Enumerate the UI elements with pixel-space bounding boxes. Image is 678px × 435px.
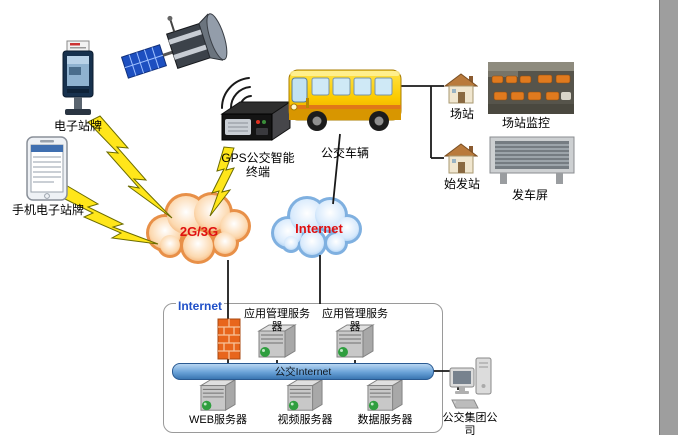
- video-server-label: 视频服务器: [277, 414, 333, 426]
- phone-icon: [24, 136, 70, 202]
- depot-label: 场站: [449, 107, 474, 121]
- cloud-2g3g-shape: [146, 192, 251, 264]
- cloud-internet-label: Internet: [295, 221, 343, 236]
- phone-label: 手机电子站牌: [11, 203, 84, 217]
- departure-screen-photo: [486, 136, 578, 186]
- web-server-icon: [196, 378, 240, 414]
- firewall-icon: [217, 318, 241, 360]
- app-server-2-icon: [333, 323, 377, 361]
- backbone-label: 公交Internet: [274, 366, 332, 378]
- gps-terminal-label: GPS公交智能终端: [221, 151, 295, 180]
- depot-monitor-photo: [488, 62, 574, 114]
- web-server-label: WEB服务器: [188, 414, 248, 426]
- company-pc-icon: [448, 356, 494, 412]
- lightning-bolt-terminal: [209, 146, 235, 217]
- lightning-bolt-kiosk: [87, 115, 173, 219]
- data-server-icon: [363, 378, 407, 414]
- lightning-bolts: [54, 115, 235, 245]
- gateway-internet-label: Internet: [176, 299, 225, 314]
- video-server-icon: [283, 378, 327, 414]
- page-edge: [659, 0, 678, 435]
- origin-station-label: 始发站: [443, 177, 480, 191]
- depot-house-icon: [444, 72, 478, 105]
- cloud-internet-shape: [271, 196, 362, 258]
- gps-terminal-icon: [216, 98, 294, 150]
- cloud-2g3g-label: 2G/3G: [179, 224, 219, 239]
- kiosk-icon: [52, 40, 104, 118]
- depot-monitor-label: 场站监控: [501, 116, 550, 130]
- app-server-1-icon: [255, 323, 299, 361]
- group-company-label: 公交集团公司: [442, 412, 498, 435]
- app-server-2-label: 应用管理服务器: [322, 308, 388, 334]
- departure-screen-label: 发车屏: [511, 188, 548, 202]
- bus-icon: [286, 58, 404, 138]
- data-server-label: 数据服务器: [357, 414, 413, 426]
- origin-house-icon: [444, 142, 478, 175]
- app-server-1-label: 应用管理服务器: [244, 308, 310, 334]
- bus-label: 公交车辆: [320, 146, 369, 160]
- server-room-box: [163, 303, 443, 433]
- lightning-bolt-phone: [54, 183, 159, 245]
- backbone-bar: 公交Internet: [172, 363, 434, 380]
- kiosk-label: 电子站牌: [53, 119, 102, 133]
- satellite-icon: [120, 4, 232, 96]
